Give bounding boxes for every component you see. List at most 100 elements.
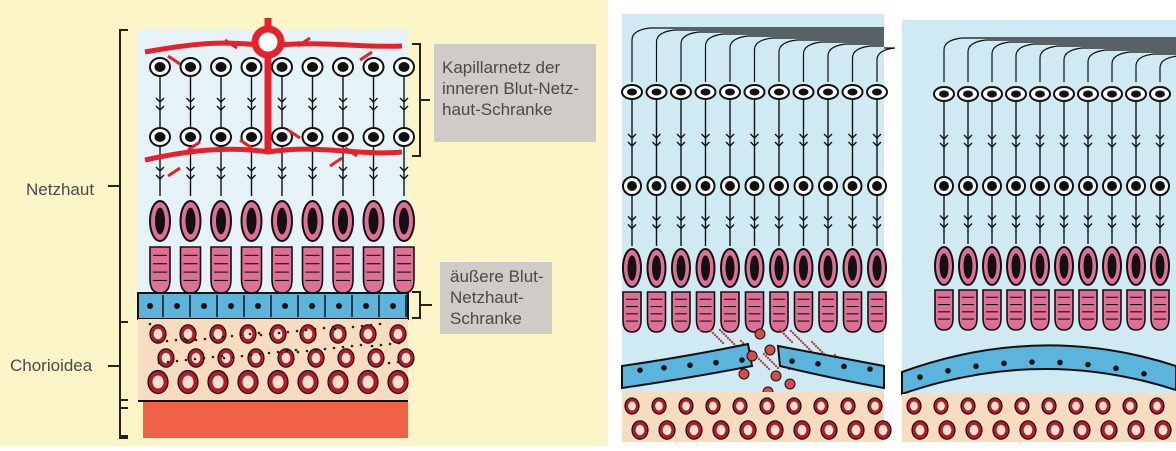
cell-nucleus — [399, 132, 410, 142]
leakage-dot — [352, 326, 355, 329]
photoreceptor-nucleus — [750, 255, 759, 280]
photoreceptor-nucleus — [701, 255, 710, 280]
leakage-dot — [296, 330, 299, 333]
vessel-lumen — [364, 329, 373, 339]
rpe-nucleus — [841, 364, 847, 370]
photoreceptor-nucleus — [652, 255, 661, 280]
vessel-lumen — [274, 329, 283, 339]
vessel-lumen — [663, 425, 672, 435]
capillary-label: Kapillarnetz der inneren Blut-Netz- haut… — [442, 57, 579, 120]
cell-nucleus — [1059, 181, 1069, 191]
cell-nucleus — [725, 181, 735, 191]
rpe-nucleus — [390, 303, 396, 309]
cell-nucleus — [155, 62, 166, 72]
leakage-dot — [194, 358, 197, 361]
leakage-dot — [389, 343, 392, 346]
cell-nucleus — [676, 89, 686, 96]
cell-nucleus — [627, 181, 637, 191]
vessel-lumen — [910, 401, 918, 410]
rpe-nucleus — [1141, 371, 1147, 377]
vessel-lumen — [1078, 425, 1087, 435]
vessel-lumen — [790, 401, 798, 410]
choroid-label: Chorioidea — [10, 355, 92, 376]
fluid-dot — [813, 343, 815, 345]
rpe-nucleus — [917, 374, 923, 380]
outer-segment — [770, 292, 788, 332]
vessel-lumen — [1099, 401, 1107, 410]
cell-nucleus — [155, 132, 166, 142]
vessel-lumen — [334, 329, 343, 339]
leakage-dot — [241, 355, 244, 358]
vessel-lumen — [363, 376, 374, 389]
cell-nucleus — [872, 89, 882, 96]
outer-segment — [1103, 290, 1121, 330]
leakage-dot — [314, 328, 317, 331]
fluid-dot — [775, 365, 777, 367]
outer-segment — [242, 247, 262, 293]
leakage-dot — [167, 361, 170, 364]
leakage-dot — [203, 357, 206, 360]
fluid-dot — [791, 341, 793, 343]
leakage-dot — [176, 360, 179, 363]
fluid-dot — [714, 334, 716, 336]
photoreceptor-nucleus — [1084, 253, 1093, 278]
cell-nucleus — [185, 132, 196, 142]
leakage-dot — [258, 332, 261, 335]
fluid-dot — [765, 355, 767, 357]
cell-nucleus — [1155, 181, 1165, 191]
cell-nucleus — [939, 91, 949, 98]
cell-nucleus — [987, 91, 997, 98]
outer-segment — [1151, 290, 1169, 330]
cell-nucleus — [1083, 181, 1093, 191]
rpe-nucleus — [867, 366, 873, 372]
leakage-dot — [166, 340, 169, 343]
leakage-dot — [286, 350, 289, 353]
vessel-lumen — [709, 401, 717, 410]
vessel-lumen — [871, 401, 879, 410]
fluid-dot — [817, 347, 819, 349]
cell-nucleus — [774, 89, 784, 96]
leakage-dot — [232, 356, 235, 359]
leakage-dot — [324, 348, 327, 351]
cell-nucleus — [1035, 91, 1045, 98]
fluid-dot — [808, 348, 810, 350]
leaking-blood-cell — [747, 351, 757, 361]
photoreceptor-nucleus — [873, 255, 882, 280]
vessel-lumen — [817, 401, 825, 410]
photoreceptor-nucleus — [308, 208, 318, 235]
fluid-dot — [787, 337, 789, 339]
vessel-lumen — [825, 425, 834, 435]
leakage-dot — [351, 345, 354, 348]
vessel-lumen — [798, 425, 807, 435]
sclera-layer — [143, 402, 408, 438]
leakage-dot — [388, 362, 391, 365]
photoreceptor-nucleus — [338, 208, 348, 235]
leakage-dot — [333, 347, 336, 350]
outer-segment — [623, 292, 641, 332]
vessel-lumen — [964, 401, 972, 410]
leakage-dot — [195, 339, 198, 342]
vessel-lumen — [1045, 401, 1053, 410]
fluid-dot — [719, 329, 721, 331]
fluid-dot — [771, 361, 773, 363]
cell-nucleus — [799, 89, 809, 96]
cell-nucleus — [1131, 181, 1141, 191]
outer-segment — [211, 247, 231, 293]
outer-segment — [1079, 290, 1097, 330]
outer-segment — [868, 292, 886, 332]
fluid-dot — [789, 339, 791, 341]
vessel-lumen — [628, 401, 636, 410]
photoreceptor-nucleus — [1012, 253, 1021, 278]
vessel-lumen — [736, 401, 744, 410]
vessel-lumen — [937, 401, 945, 410]
rpe-nucleus — [174, 303, 180, 309]
cell-nucleus — [1083, 91, 1093, 98]
cell-nucleus — [872, 181, 882, 191]
fluid-dot — [712, 332, 714, 334]
fluid-dot — [723, 333, 725, 335]
cell-nucleus — [1035, 181, 1045, 191]
vessel-lumen — [154, 329, 163, 339]
cell-nucleus — [338, 132, 349, 142]
rpe-nucleus — [309, 303, 315, 309]
cell-nucleus — [1155, 91, 1165, 98]
